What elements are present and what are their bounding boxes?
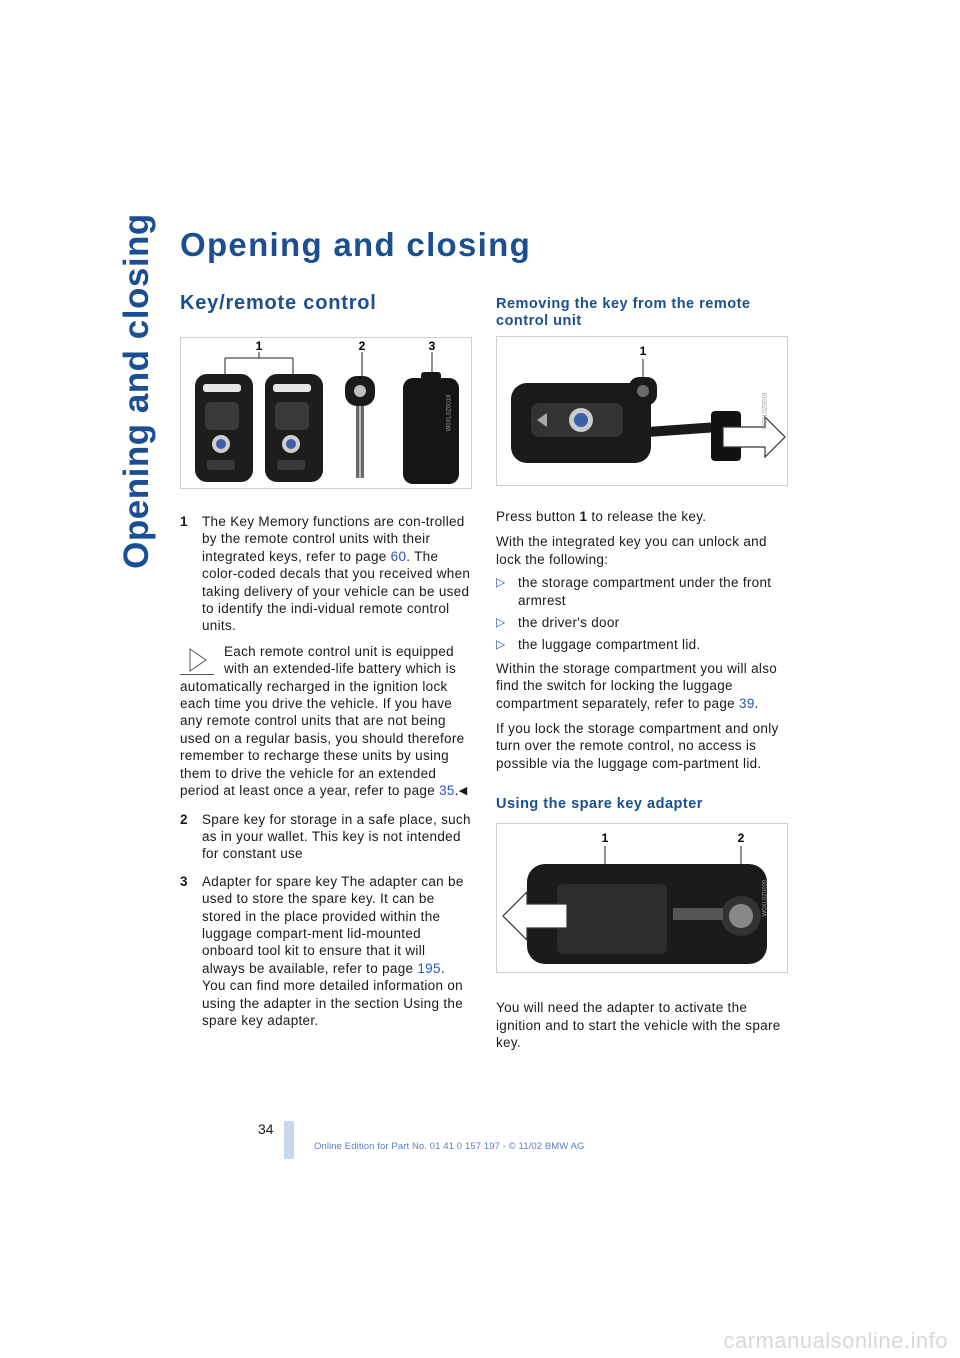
page-link-60[interactable]: 60 [390, 548, 407, 564]
right-column: Removing the key from the remote control… [496, 296, 792, 1052]
side-chapter-label: Opening and closing [117, 213, 156, 569]
callout-2: 2 [738, 831, 745, 845]
callout-1: 1 [640, 344, 647, 358]
page-link-195[interactable]: 195 [417, 960, 441, 976]
callout-1: 1 [602, 831, 609, 845]
spare-key-adapter-illustration: 1 2 [502, 831, 767, 965]
paragraph: Press button 1 to release the key. [496, 509, 707, 524]
key-parts-list: 1 The Key Memory functions are con-troll… [180, 513, 472, 1029]
edition-footer: Online Edition for Part No. 01 41 0 157 … [314, 1141, 585, 1152]
left-column: Key/remote control [180, 292, 472, 1039]
side-chapter-tab: Opening and closing [112, 213, 162, 569]
list-item: 1 The Key Memory functions are con-troll… [180, 513, 472, 801]
figure-code: W0XL0Z0019 [762, 392, 769, 430]
paragraph: If you lock the storage compartment and … [496, 721, 779, 771]
item-number: 1 [180, 514, 188, 529]
item-number: 3 [180, 873, 188, 889]
callout-1: 1 [256, 339, 263, 353]
page-title: Opening and closing [180, 226, 532, 263]
list-item: ▷the luggage compartment lid. [496, 637, 701, 653]
item-text: Spare key for storage in a safe place, s… [202, 811, 471, 862]
paragraph: Within the storage compartment you will … [496, 660, 778, 711]
note-text: . [454, 783, 459, 799]
page-link-39[interactable]: 39 [739, 695, 755, 711]
bullet-arrow-icon: ▷ [496, 575, 506, 590]
key-remote-illustration: 1 2 3 [195, 339, 459, 484]
footer-bar [284, 1121, 294, 1159]
list-item: 3 Adapter for spare key The adapter can … [180, 873, 472, 1030]
section-title-key-remote: Key/remote control [180, 292, 377, 314]
callout-3: 3 [429, 339, 436, 353]
figure-spare-key-adapter: 1 2 W0XL0Z0020 [496, 823, 788, 974]
removing-key-illustration: 1 [511, 344, 786, 463]
watermark: carmanualsonline.info [723, 1328, 948, 1353]
unlock-bullet-list: ▷the storage compartment under the front… [496, 574, 792, 654]
figure-code: W0XL0Z0018 [446, 394, 453, 432]
item-text: The Key Memory functions are con-trolled… [202, 514, 465, 564]
figure-code: W0XL0Z0020 [762, 879, 769, 917]
end-mark-icon: ◀ [458, 785, 468, 798]
item-number: 2 [180, 811, 188, 827]
item-text: . You can find more detailed information… [202, 960, 464, 1028]
paragraph: With the integrated key you can unlock a… [496, 534, 767, 567]
section-title-spare-key-adapter: Using the spare key adapter [496, 796, 703, 813]
list-item: ▷the storage compartment under the front… [496, 575, 772, 608]
paragraph: You will need the adapter to activate th… [496, 1000, 781, 1051]
bullet-arrow-icon: ▷ [496, 637, 506, 652]
callout-2: 2 [359, 339, 366, 353]
item-text: Adapter for spare key The adapter can be… [202, 873, 464, 976]
note-triangle-icon [180, 645, 214, 675]
page-number: 34 [258, 1121, 274, 1137]
figure-removing-key: 1 W0XL0Z0019 [496, 336, 788, 486]
note-block: Each remote control unit is equipped wit… [180, 643, 472, 801]
item-text: . The color-coded decals that you receiv… [202, 548, 471, 634]
section-title-removing-key: Removing the key from the remote control… [496, 296, 751, 329]
note-text: Each remote control unit is equipped wit… [180, 643, 465, 799]
list-item: 2 Spare key for storage in a safe place,… [180, 811, 472, 863]
figure-key-remote-units: 1 2 3 W0XL0Z0018 [180, 337, 472, 489]
list-item: ▷the driver's door [496, 615, 620, 631]
bullet-arrow-icon: ▷ [496, 615, 506, 630]
page-link-35[interactable]: 35 [439, 783, 455, 799]
